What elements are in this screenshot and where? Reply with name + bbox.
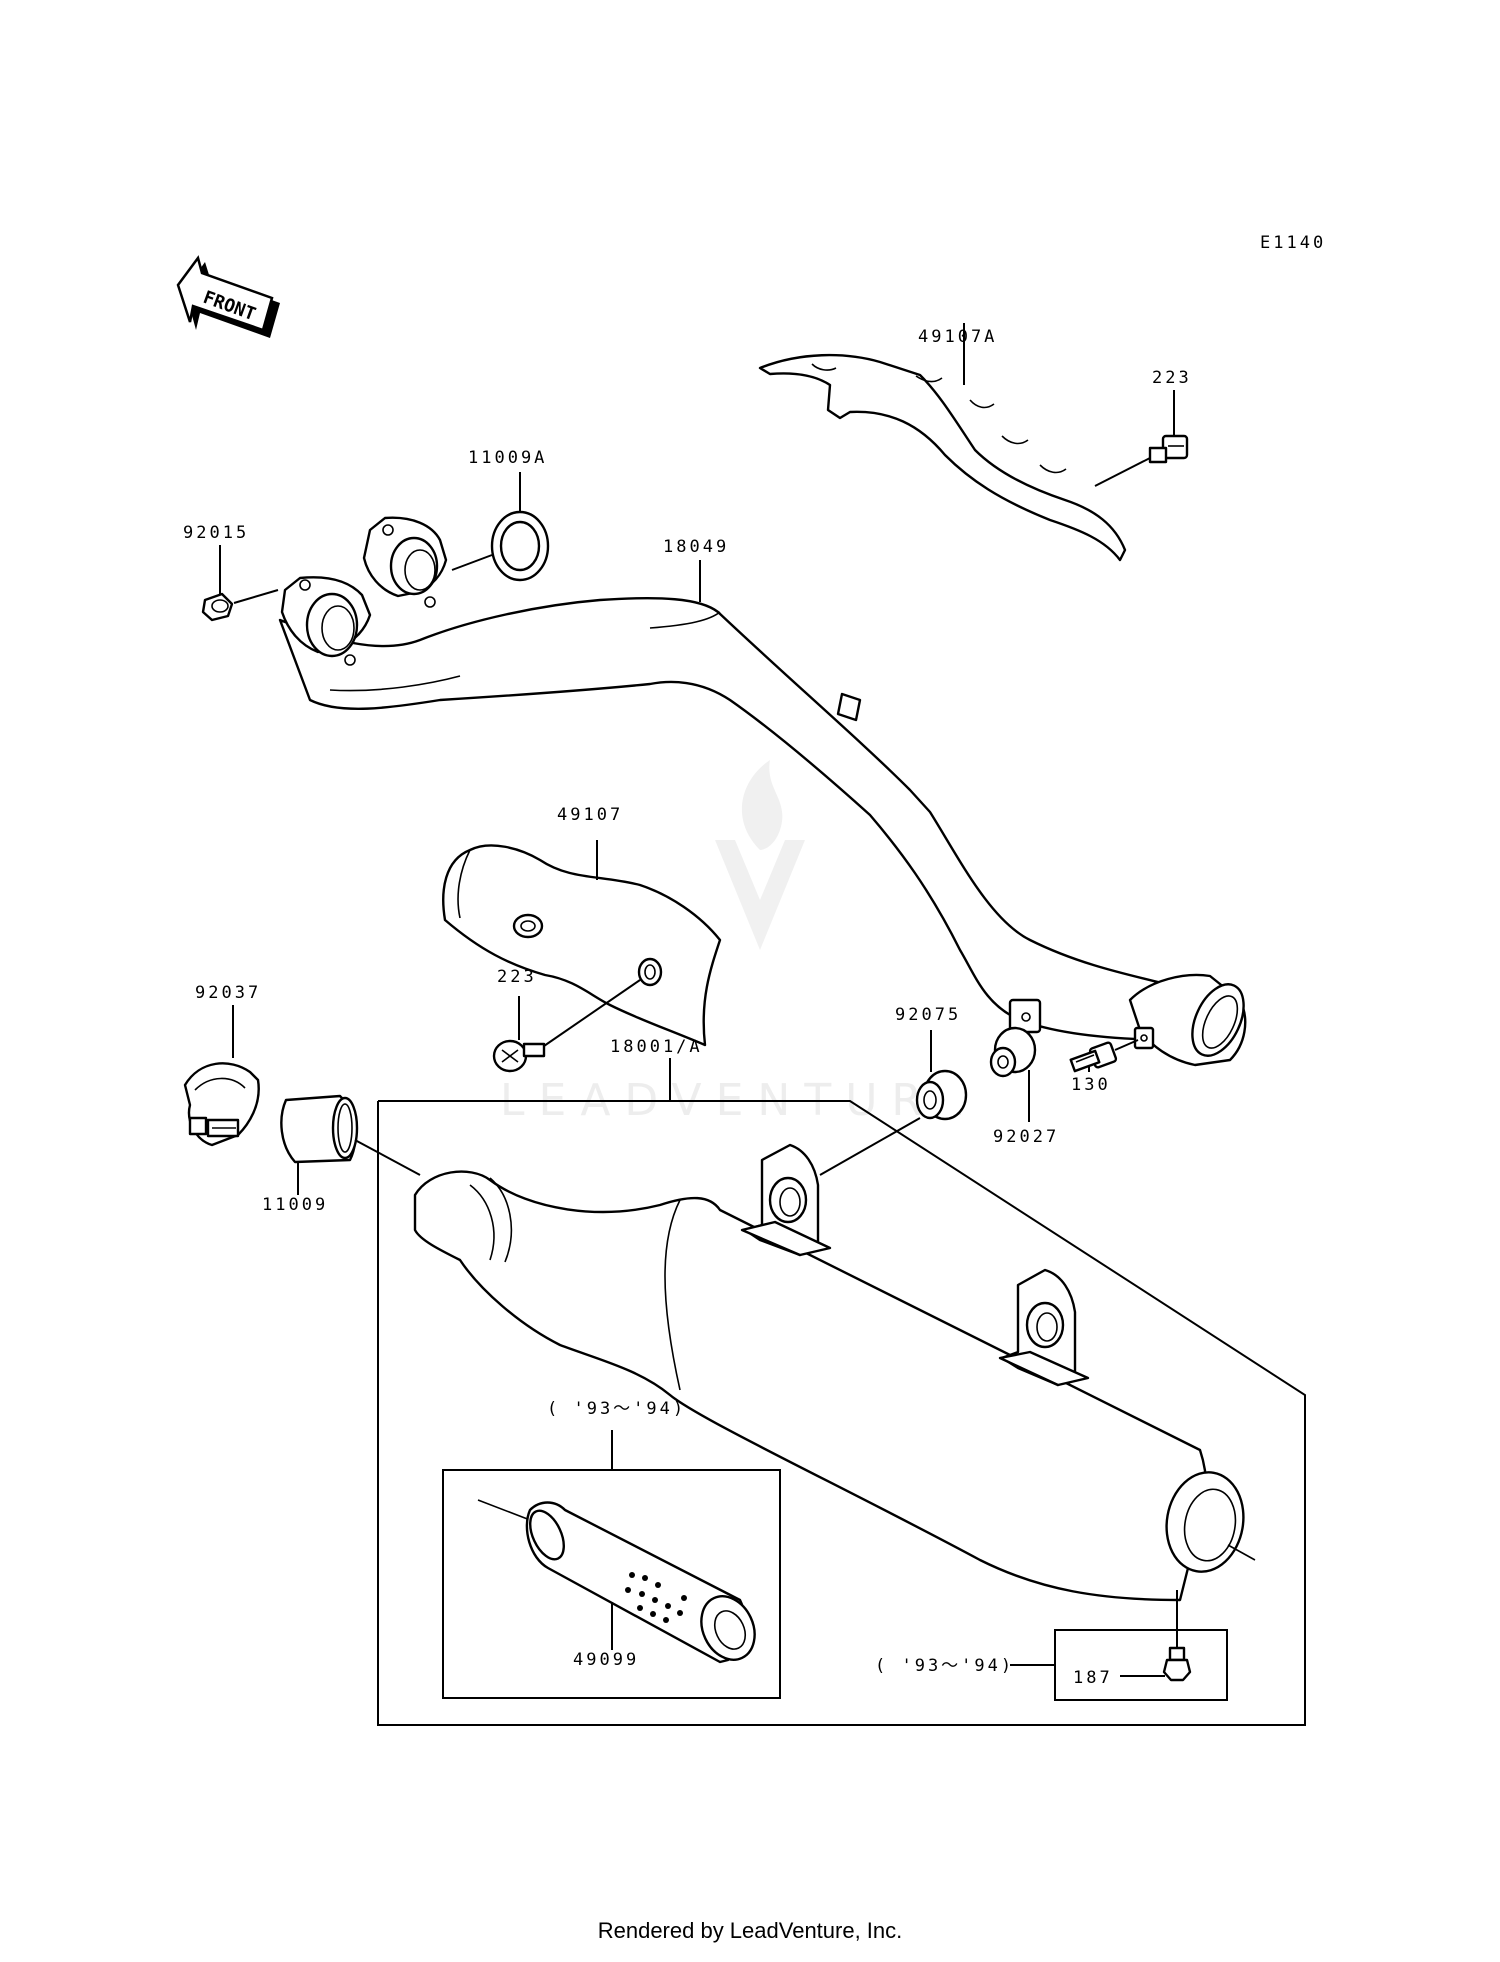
label-92037: 92037: [195, 983, 261, 1003]
label-49099: 49099: [573, 1650, 639, 1670]
reference-code: E1140: [1260, 233, 1326, 253]
label-49107a: 49107A: [918, 327, 997, 347]
label-187: 187: [1073, 1668, 1113, 1688]
label-49107: 49107: [557, 805, 623, 825]
bolt-130: [1069, 1041, 1118, 1073]
leader-92015-to-flange: [233, 589, 279, 604]
bolt-223-mid: [492, 1039, 546, 1073]
muffler-18001a: [413, 1143, 1256, 1602]
inset-box-187: [1054, 1629, 1228, 1701]
label-223-top: 223: [1152, 368, 1192, 388]
heat-guard-49107: [442, 844, 722, 1047]
label-11009: 11009: [262, 1195, 328, 1215]
leader-223-top-to-guard: [1094, 457, 1151, 487]
label-18001a: 18001/A: [610, 1037, 703, 1057]
exhaust-pipe-18049: [278, 516, 1247, 1067]
grommet-92075: [915, 1069, 968, 1121]
plug-187: [1162, 1590, 1192, 1682]
leader-11009a-to-pipe: [451, 554, 493, 571]
clamp-92037: [183, 1062, 260, 1147]
bolt-223-top: [1148, 434, 1189, 464]
inset-box-49099: [442, 1469, 781, 1699]
label-223-mid: 223: [497, 967, 537, 987]
leader-11009-to-muffler: [354, 1139, 421, 1176]
gasket-11009: [280, 1094, 359, 1164]
assembly-box-18001a: [377, 1100, 1306, 1726]
spark-arrestor-49099: [477, 1499, 756, 1664]
label-18049: 18049: [663, 537, 729, 557]
label-11009a: 11009A: [468, 448, 547, 468]
collar-92027: [989, 1026, 1037, 1078]
rendered-by-footer: Rendered by LeadVenture, Inc.: [597, 1918, 903, 1943]
leader-223-mid-to-guard: [543, 979, 641, 1047]
label-92075: 92075: [895, 1005, 961, 1025]
label-year-inset: ( '93～'94): [547, 1399, 686, 1419]
leader-130-to-bracket: [1114, 1039, 1139, 1051]
leader-92075-to-bracket: [819, 1117, 921, 1176]
gasket-11009a: [490, 510, 550, 582]
heat-guard-49107a: [758, 353, 1127, 562]
label-130: 130: [1071, 1075, 1111, 1095]
nut-92015: [201, 592, 234, 622]
front-arrow-icon: FRONT: [176, 255, 280, 338]
label-92027: 92027: [993, 1127, 1059, 1147]
label-92015: 92015: [183, 523, 249, 543]
label-year-187: ( '93～'94): [875, 1656, 1014, 1676]
